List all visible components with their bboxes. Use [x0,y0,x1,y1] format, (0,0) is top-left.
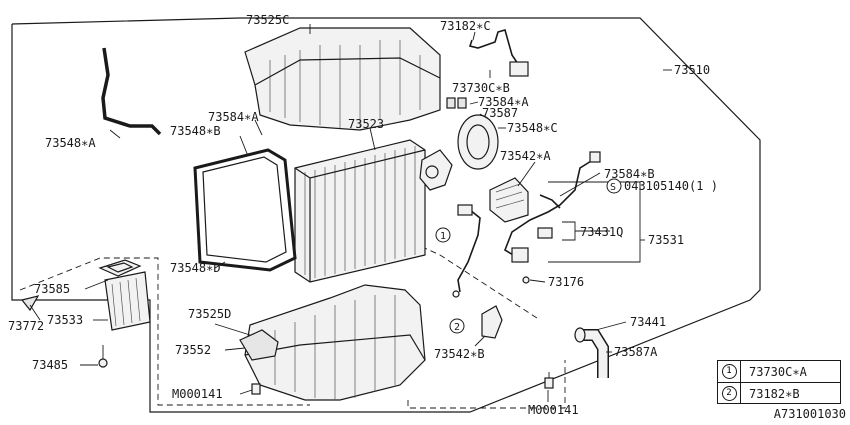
label-73584B: 73584∗B [604,167,655,181]
marker-1: 1 [435,227,451,243]
svg-text:1: 1 [440,231,446,242]
rubber-73542B [481,305,503,339]
screw-M000141-right [544,372,554,389]
legend-marker-2: 2 [721,386,737,401]
label-M000141-left: M000141 [172,387,223,401]
label-73485: 73485 [32,358,68,372]
connector-73542A [489,177,529,223]
resistor-73533 [104,271,151,331]
label-73542A: 73542∗A [500,149,551,163]
legend-row-2: 2 73182∗B [718,382,840,404]
washer-73772 [20,295,40,312]
gasket-73548B [193,148,297,272]
label-73548B: 73548∗B [170,124,221,138]
label-73533: 73533 [47,313,83,327]
legend-part-2: 73182∗B [749,386,800,401]
harness-73531 [452,151,601,298]
drain-73552 [239,329,279,361]
hose-73441 [574,327,609,378]
legend-row-1: 1 73730C∗A [718,361,840,382]
label-043105140: 043105140(1 ) [624,179,718,193]
marker-2: 2 [449,318,465,334]
legend-part-1: 73730C∗A [749,364,807,379]
screw-73485 [98,345,108,368]
label-73584A-left: 73584∗A [208,110,259,124]
expansion-valve [419,149,453,191]
svg-text:2: 2 [454,322,460,333]
label-73552: 73552 [175,343,211,357]
group-73531-bracket [548,181,641,263]
leader-lines [29,24,672,402]
label-73548C: 73548∗C [507,121,558,135]
label-73585: 73585 [34,282,70,296]
label-73525C: 73525C [246,13,289,27]
label-73542B: 73542∗B [434,347,485,361]
label-73525D: 73525D [188,307,231,321]
label-73548D: 73548∗D [170,261,221,275]
legend-marker-1: 1 [721,364,737,379]
label-73523: 73523 [348,117,384,131]
ring-seal-73587 [457,114,499,170]
upper-case-73525C [244,27,441,131]
bracket-73431Q [562,221,576,241]
label-73441: 73441 [630,315,666,329]
hose-dashed-boundary [407,360,566,409]
label-73510: 73510 [674,63,710,77]
label-73772: 73772 [8,319,44,333]
figure-code: A731001030 [773,407,846,421]
screw-M000141-left [251,383,261,395]
legend-table: 1 73730C∗A 2 73182∗B [717,360,841,404]
sensor-73182C [468,29,529,77]
label-73587: 73587 [482,106,518,120]
label-73587A: 73587A [614,345,658,359]
seal-strip-73548A [101,47,162,136]
label-73548A: 73548∗A [45,136,96,150]
label-M000141-right: M000141 [528,403,579,417]
resistor-dashed-boundary [19,257,310,406]
label-73730CB: 73730C∗B [452,81,510,95]
evaporator-core-73523 [294,139,426,283]
label-73431Q: 73431Q [580,225,623,239]
svg-text:S: S [610,182,616,193]
clips-73584A [446,97,467,109]
marker-S: S [606,178,622,194]
gasket-73585 [98,259,142,277]
label-73531: 73531 [648,233,684,247]
label-73176: 73176 [548,275,584,289]
clip-73176 [522,276,530,284]
label-73584A-right: 73584∗A [478,95,529,109]
assembly-boundary [11,17,761,413]
label-73182C: 73182∗C [440,19,491,33]
lower-case-73525D [244,284,426,401]
